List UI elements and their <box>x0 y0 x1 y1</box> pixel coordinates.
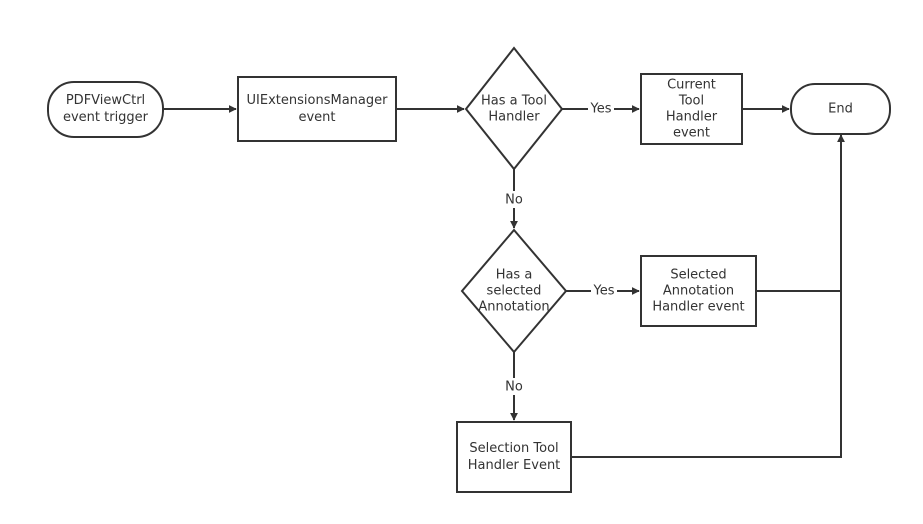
node-current-tool-handler-event-label-line: event <box>673 126 710 141</box>
node-current-tool-handler-event-label-line: Tool <box>678 94 704 109</box>
node-selected-annotation-handler-event-label-line: Handler event <box>652 300 744 315</box>
node-start: PDFViewCtrl event trigger <box>47 81 164 138</box>
edge-label-tool-yes: Yes <box>590 102 612 117</box>
node-ui-extensions-manager-event: UIExtensionsManager event <box>237 76 397 142</box>
node-start-label-line: event trigger <box>63 110 149 125</box>
edge-selection-tool-to-end <box>571 134 845 458</box>
node-has-selected-annotation-decision-label-line: Annotation <box>478 300 549 315</box>
node-has-selected-annotation-decision-label-line: Has a <box>496 268 533 283</box>
node-has-tool-handler-decision-label-line: Has a Tool <box>481 94 547 109</box>
node-selection-tool-handler-event-label-line: Selection Tool <box>469 441 558 456</box>
node-selection-tool-handler-event-label-line: Handler Event <box>468 458 561 473</box>
node-selected-annotation-handler-event-label-line: Selected <box>670 268 726 283</box>
node-has-selected-annotation-decision-label-line: selected <box>487 284 542 299</box>
node-end-label-line: End <box>828 102 853 117</box>
node-end: End <box>790 83 891 135</box>
edge-labels: Yes No Yes No <box>502 100 617 395</box>
node-selected-annotation-handler-event-label-line: Annotation <box>663 284 734 299</box>
svg-text:End: End <box>828 102 853 117</box>
node-start-label-line: PDFViewCtrl <box>66 93 145 108</box>
node-current-tool-handler-event-label-line: Handler <box>666 110 718 125</box>
edge-label-annot-yes: Yes <box>593 284 615 299</box>
node-ui-extensions-manager-event-label-line: event <box>298 110 335 125</box>
node-ui-extensions-manager-event-label-line: UIExtensionsManager <box>247 93 389 108</box>
node-has-tool-handler-decision-label-line: Handler <box>488 110 540 125</box>
edge-label-tool-no: No <box>505 193 523 208</box>
edge-label-annot-no: No <box>505 380 523 395</box>
node-current-tool-handler-event-label-line: Current <box>667 78 716 93</box>
